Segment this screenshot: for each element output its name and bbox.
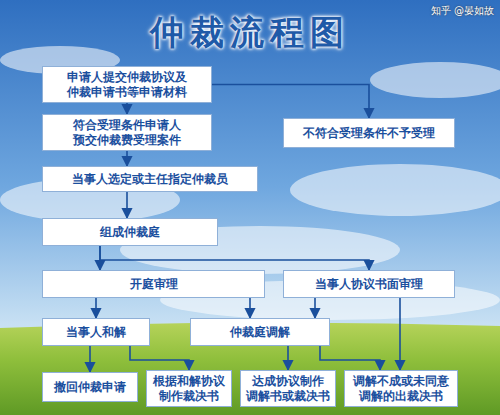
box-text: 达成协议制作 调解书或裁决书 bbox=[245, 374, 331, 403]
box-text: 当事人协议书面审理 bbox=[315, 277, 423, 291]
box-text: 符合受理条件申请人 预交仲裁费受理案件 bbox=[47, 118, 207, 147]
flow-arrow bbox=[399, 298, 401, 370]
process-box: 开庭审理 bbox=[42, 270, 265, 298]
box-text: 仲裁庭调解 bbox=[230, 325, 290, 339]
process-box: 仲裁庭调解 bbox=[190, 318, 330, 346]
flow-arrow bbox=[212, 85, 369, 119]
flow-arrow bbox=[287, 346, 289, 370]
flow-arrow bbox=[126, 151, 128, 166]
flow-arrow bbox=[126, 192, 128, 218]
result-box: 撤回仲裁申请 bbox=[42, 372, 138, 402]
flow-arrow bbox=[95, 298, 97, 318]
box-text: 调解不成或未同意 调解的出裁决书 bbox=[349, 374, 453, 403]
box-text: 申请人提交仲裁协议及 仲裁申请书等申请材料 bbox=[47, 70, 207, 99]
process-box: 当事人选定或主任指定仲裁员 bbox=[42, 166, 258, 192]
process-box: 组成仲裁庭 bbox=[42, 218, 218, 246]
flow-arrow bbox=[126, 103, 128, 114]
process-box: 符合受理条件申请人 预交仲裁费受理案件 bbox=[42, 114, 212, 151]
flow-arrow bbox=[100, 246, 369, 270]
box-text: 开庭审理 bbox=[130, 277, 178, 291]
flow-arrow bbox=[320, 346, 380, 370]
flow-arrow bbox=[249, 298, 251, 318]
start-box: 申请人提交仲裁协议及 仲裁申请书等申请材料 bbox=[42, 66, 212, 103]
process-box: 当事人协议书面审理 bbox=[283, 270, 455, 298]
box-text: 当事人和解 bbox=[66, 325, 126, 339]
result-box: 达成协议制作 调解书或裁决书 bbox=[240, 370, 336, 407]
result-box: 调解不成或未同意 调解的出裁决书 bbox=[344, 370, 458, 407]
watermark: 知乎 @晏如故 bbox=[431, 4, 494, 18]
box-text: 撤回仲裁申请 bbox=[54, 380, 126, 394]
diagram-title: 仲裁流程图 bbox=[0, 10, 500, 56]
reject-box: 不符合受理条件不予受理 bbox=[283, 118, 455, 148]
result-box: 根据和解协议 制作裁决书 bbox=[146, 370, 232, 407]
flow-arrow bbox=[314, 298, 316, 318]
box-text: 组成仲裁庭 bbox=[100, 225, 160, 239]
process-box: 当事人和解 bbox=[42, 318, 150, 346]
box-text: 根据和解协议 制作裁决书 bbox=[151, 374, 227, 403]
box-text: 不符合受理条件不予受理 bbox=[303, 126, 435, 140]
flow-arrow bbox=[89, 346, 91, 372]
box-text: 当事人选定或主任指定仲裁员 bbox=[72, 172, 228, 186]
flow-arrow bbox=[130, 346, 189, 370]
